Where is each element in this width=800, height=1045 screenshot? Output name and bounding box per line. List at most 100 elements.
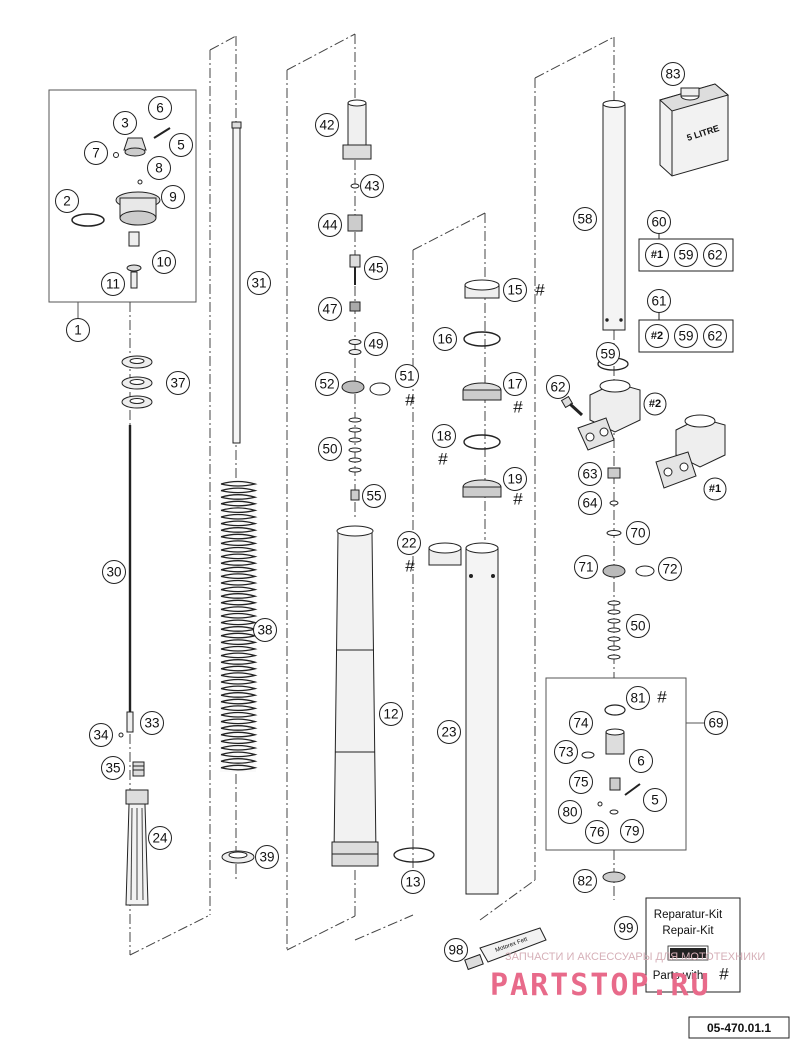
- callout-number: 72: [662, 562, 677, 577]
- callout-2: 2: [55, 189, 79, 213]
- callout-63: 63: [578, 462, 602, 486]
- callout-number: 30: [106, 565, 121, 580]
- callout-76: 76: [585, 820, 609, 844]
- callout-number: 74: [573, 716, 589, 731]
- spring-coil: [220, 586, 258, 593]
- kit-item-circle: [645, 243, 669, 267]
- callout-35: 35: [101, 756, 125, 780]
- callout-number: 1: [74, 323, 82, 338]
- callout-60: 60: [647, 210, 671, 234]
- callout-50: 50: [318, 437, 342, 461]
- brand-logo-fill: [670, 948, 706, 958]
- callout-number: 37: [170, 376, 185, 391]
- spring-coil: [220, 507, 258, 514]
- callout-71: 71: [574, 555, 598, 579]
- callout-number: 17: [507, 377, 522, 392]
- callout-circle: [253, 618, 277, 642]
- callout-19: 19: [503, 467, 527, 491]
- callout-number: 52: [319, 377, 334, 392]
- callout-circle: [315, 372, 339, 396]
- callout-circle: [395, 364, 419, 388]
- spring-coil: [220, 659, 258, 665]
- spring-coil: [220, 764, 258, 771]
- repair-kit-99: Reparatur-Kit Repair-Kit Parts with #: [645, 897, 741, 993]
- callout-circle: [661, 62, 685, 86]
- callout-number: 34: [93, 728, 109, 743]
- callout-circle: [647, 289, 671, 313]
- callout-number: 7: [92, 146, 100, 161]
- callout-number: 5: [651, 793, 659, 808]
- seals-column3: [462, 279, 502, 498]
- callout-circle: [503, 467, 527, 491]
- inner-tube-23: [465, 542, 499, 895]
- callout-70: 70: [626, 521, 650, 545]
- callout-circle: [161, 185, 185, 209]
- tag-2: #2: [643, 392, 667, 416]
- callout-circle: [169, 133, 193, 157]
- callout-circle: [546, 375, 570, 399]
- callout-61: 61: [647, 289, 671, 313]
- spring-coil: [220, 540, 258, 547]
- spring-coil: [220, 698, 258, 705]
- callout-circle: [596, 342, 620, 366]
- kit-item-label: #1: [651, 249, 663, 261]
- callout-circle: [84, 141, 108, 165]
- callout-number: 33: [144, 716, 159, 731]
- callout-circle: [647, 210, 671, 234]
- watermark-line2: PARTSTOP.RU: [490, 968, 711, 1003]
- hash-mark: #: [513, 490, 523, 509]
- callout-number: 47: [322, 302, 337, 317]
- callout-circle: [364, 256, 388, 280]
- callout-number: 23: [441, 725, 456, 740]
- axle-clamp-2: [577, 379, 641, 451]
- callout-number: 6: [637, 754, 645, 769]
- kit-item-label: 59: [678, 329, 693, 344]
- callout-number: 8: [155, 161, 163, 176]
- callout-number: 62: [550, 380, 565, 395]
- callout-98: 98: [444, 938, 468, 962]
- hash-mark: #: [535, 281, 545, 300]
- callout-number: 55: [366, 489, 381, 504]
- watermark-line1: ЗАПЧАСТИ И АКСЕССУАРЫ ДЛЯ МОТОТЕХНИКИ: [505, 951, 765, 963]
- hash-mark: #: [405, 557, 415, 576]
- callout-number: 83: [665, 67, 680, 82]
- callout-number: 5: [177, 138, 185, 153]
- callout-number: 44: [322, 218, 338, 233]
- piston-rod-30: [126, 425, 134, 733]
- callout-23: 23: [437, 720, 461, 744]
- callout-74: 74: [569, 711, 593, 735]
- callout-number: 59: [600, 347, 615, 362]
- callout-45: 45: [364, 256, 388, 280]
- callout-circle: [101, 272, 125, 296]
- callout-number: 71: [578, 560, 593, 575]
- callout-number: 61: [651, 294, 666, 309]
- bolt-62: [560, 395, 584, 417]
- spring-coil: [220, 579, 258, 586]
- repair-kit-line3: Parts with: [653, 970, 704, 982]
- callout-number: 51: [399, 369, 414, 384]
- callout-number: 3: [121, 116, 129, 131]
- callout-5: 5: [643, 788, 667, 812]
- callout-number: 35: [105, 761, 120, 776]
- callout-10: 10: [152, 250, 176, 274]
- spring-coil: [220, 527, 258, 533]
- callout-43: 43: [360, 174, 384, 198]
- repair-kit-hash: #: [719, 965, 729, 984]
- callout-circle: [55, 189, 79, 213]
- callout-number: 38: [257, 623, 272, 638]
- callout-circle: [364, 332, 388, 356]
- callout-18: 18: [432, 424, 456, 448]
- callout-circle: [585, 820, 609, 844]
- spring-coil: [220, 566, 258, 573]
- callout-58: 58: [573, 207, 597, 231]
- inner-tube-58: [602, 100, 626, 331]
- callout-5: 5: [169, 133, 193, 157]
- callout-80: 80: [558, 800, 582, 824]
- callout-circle: [437, 720, 461, 744]
- callout-circle: [629, 749, 653, 773]
- spring-coil: [220, 692, 258, 698]
- spring-coil: [220, 731, 258, 738]
- column4-parts: [581, 467, 655, 883]
